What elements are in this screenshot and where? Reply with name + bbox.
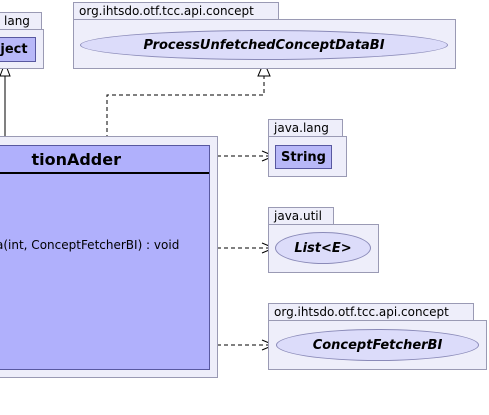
interface-concept-fetcher[interactable]: ConceptFetcherBI <box>276 329 479 361</box>
class-name: tionAdder <box>31 150 121 169</box>
package-tab-tcc-concept-top: org.ihtsdo.otf.tcc.api.concept <box>73 2 279 20</box>
package-tab-java-util: java.util <box>268 207 334 225</box>
class-separator <box>0 172 209 174</box>
package-tab-java-lang-top: lang <box>0 12 42 30</box>
interface-list[interactable]: List<E> <box>275 232 371 264</box>
realization-line <box>106 76 265 146</box>
package-tab-tcc-concept-bottom: org.ihtsdo.otf.tcc.api.concept <box>268 303 474 321</box>
class-operation: a(int, ConceptFetcherBI) : void <box>0 238 180 252</box>
class-relationship-adder[interactable]: tionAdder a(int, ConceptFetcherBI) : voi… <box>0 145 210 370</box>
class-object[interactable]: ject <box>0 37 36 62</box>
class-string[interactable]: String <box>275 145 332 169</box>
realization-arrowhead <box>257 60 271 77</box>
generalization-arrowhead <box>0 61 11 77</box>
package-tab-java-lang: java.lang <box>268 119 343 137</box>
interface-process-unfetched-concept-data[interactable]: ProcessUnfetchedConceptDataBI <box>80 30 448 60</box>
